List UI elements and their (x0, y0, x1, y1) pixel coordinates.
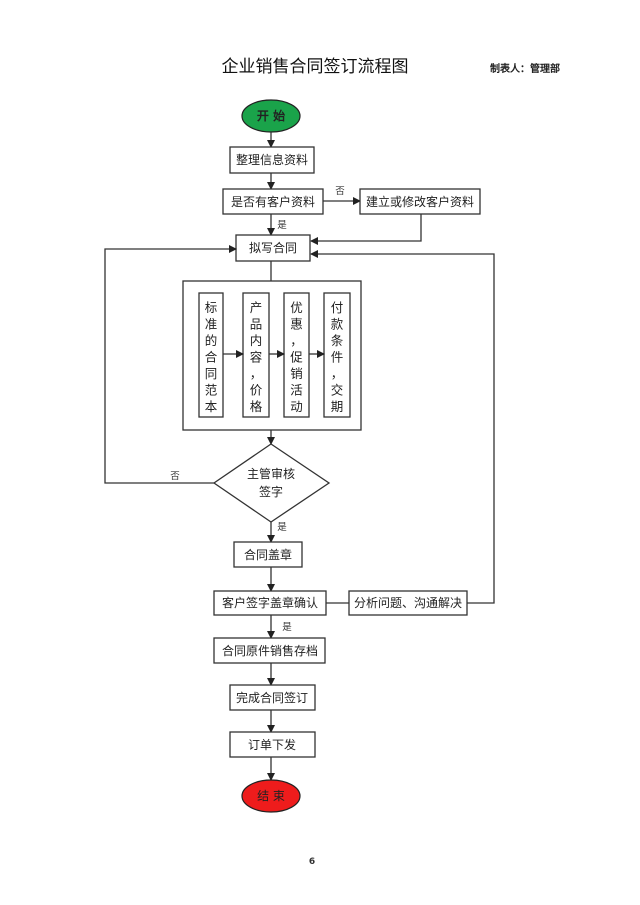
yes-label-review: 是 (277, 522, 287, 533)
substep-payment-char: 条 (331, 333, 344, 348)
client-confirm-node: 客户签字盖章确认 (213, 590, 327, 616)
end-node: 结 束 (241, 779, 301, 813)
substep-promotion-char: 促 (290, 350, 303, 365)
organize-info-node: 整理信息资料 (229, 146, 315, 174)
archive-node: 合同原件销售存档 (213, 637, 326, 664)
has-client-info-node: 是否有客户资料 (222, 188, 324, 215)
start-node: 开 始 (241, 99, 301, 133)
manager-review-label-line1: 主管审核 (247, 466, 295, 481)
substep-product-char: 品 (250, 317, 263, 332)
page-title: 企业销售合同签订流程图 (222, 57, 409, 77)
substep-template-char: 本 (205, 399, 218, 414)
substep-product-char: ， (250, 366, 263, 381)
substep-payment-char: 付 (331, 300, 344, 315)
complete-box (229, 684, 316, 711)
end-ellipse (241, 779, 301, 813)
substep-template-char: 标 (205, 300, 218, 315)
archive-box (213, 637, 326, 664)
substep-promotion-char: 惠 (290, 317, 303, 332)
arrow-review-no-loop (104, 245, 237, 484)
issue-order-box (229, 731, 316, 758)
substep-template-char: 的 (205, 333, 218, 348)
manager-review-diamond (212, 443, 331, 523)
analyze-issue-label: 分析问题、沟通解决 (354, 596, 462, 610)
substep-promotion-char: 销 (290, 366, 303, 381)
substep-template-char: 同 (205, 366, 218, 381)
arrow-create-to-draft (310, 214, 422, 245)
substep-product-char: 容 (250, 350, 263, 365)
substep-product-char: 价 (250, 383, 263, 398)
start-label: 开 始 (257, 108, 285, 123)
analyze-issue-box (348, 590, 468, 616)
manager-review-node: 主管审核 签字 (212, 443, 331, 523)
organize-info-label: 整理信息资料 (236, 152, 308, 167)
stamp-contract-node: 合同盖章 (233, 541, 303, 568)
stamp-contract-box (233, 541, 303, 568)
substep-product-char: 内 (250, 333, 263, 348)
create-client-info-box (359, 188, 481, 215)
substep-payment-char: 款 (331, 317, 344, 332)
substep-product-char: 产 (250, 300, 263, 315)
substep-box-product (242, 292, 270, 418)
substep-promotion-char: 活 (290, 383, 303, 398)
yes-label-confirm: 是 (282, 622, 292, 633)
substep-template-char: 范 (205, 383, 218, 398)
substep-payment-char: 件 (331, 350, 344, 365)
analyze-issue-node: 分析问题、沟通解决 (348, 590, 468, 616)
substep-box-promotion (283, 292, 310, 418)
client-confirm-label: 客户签字盖章确认 (222, 595, 318, 610)
issue-order-node: 订单下发 (229, 731, 316, 758)
manager-review-label-line2: 签字 (259, 484, 283, 499)
substep-template-char: 准 (205, 317, 218, 332)
no-label-review: 否 (170, 471, 180, 482)
substep-product-char: 格 (250, 399, 263, 414)
create-client-info-node: 建立或修改客户资料 (359, 188, 481, 215)
substep-payment-char: 交 (331, 383, 344, 398)
complete-label: 完成合同签订 (236, 690, 308, 705)
substep-promotion-char: ， (290, 333, 303, 348)
page-number: 6 (309, 857, 315, 867)
archive-label: 合同原件销售存档 (222, 643, 318, 658)
no-label-client-info: 否 (335, 186, 345, 197)
substep-payment-char: 期 (331, 399, 344, 414)
complete-node: 完成合同签订 (229, 684, 316, 711)
substep-box-payment (323, 292, 351, 418)
substep-box-template (198, 292, 224, 418)
substep-promotion-char: 动 (290, 399, 303, 414)
substep-template-char: 合 (205, 350, 218, 365)
substep-payment-char: ， (331, 366, 344, 381)
yes-label-client-info: 是 (277, 220, 287, 231)
organize-info-box (229, 146, 315, 174)
stamp-contract-label: 合同盖章 (244, 547, 292, 562)
maker-label: 制表人：管理部 (490, 62, 560, 75)
issue-order-label: 订单下发 (248, 737, 296, 752)
has-client-info-label: 是否有客户资料 (231, 194, 315, 209)
create-client-info-label: 建立或修改客户资料 (366, 194, 474, 209)
draft-contract-node: 拟写合同 (235, 234, 311, 262)
substep-promotion-char: 优 (290, 300, 303, 315)
end-label: 结 束 (257, 789, 285, 803)
draft-contract-label: 拟写合同 (249, 240, 297, 255)
arrow-analyze-to-draft (310, 250, 495, 604)
